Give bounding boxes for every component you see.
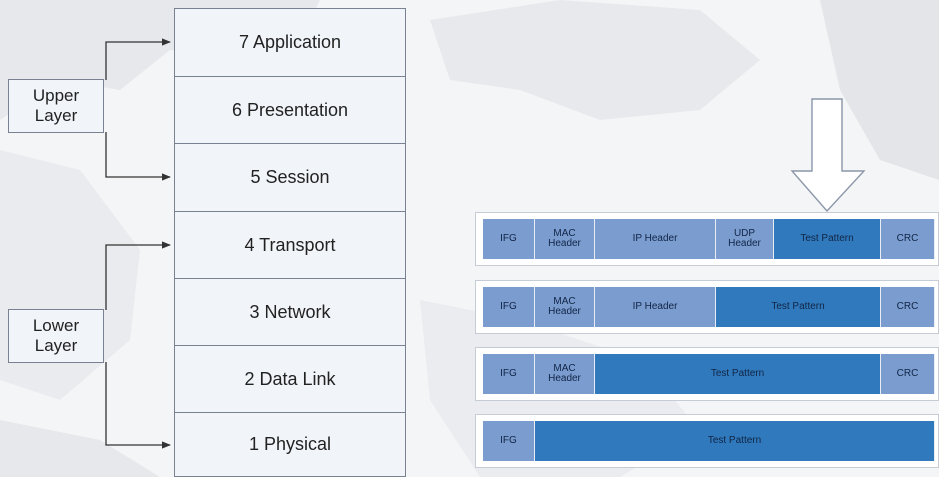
upper-layer-line2: Layer <box>34 106 78 125</box>
layer-1-box: 1 Physical <box>174 412 406 477</box>
seg-ip-header: IP Header <box>595 287 716 327</box>
layer-2-box: 2 Data Link <box>174 345 406 413</box>
upper-layer-line1: Upper <box>32 86 80 105</box>
lower-layer-line1: Lower <box>32 316 80 335</box>
seg-test-pattern: Test Pattern <box>535 421 935 461</box>
layer-4-box: 4 Transport <box>174 211 406 279</box>
layer-4-label: 4 Transport <box>244 234 336 255</box>
seg-crc: CRC <box>881 219 935 259</box>
seg-crc: CRC <box>881 354 935 394</box>
down-arrow-icon <box>790 98 866 213</box>
layer-3-box: 3 Network <box>174 278 406 346</box>
layer-2-label: 2 Data Link <box>244 368 336 389</box>
layer-1-label: 1 Physical <box>248 434 332 454</box>
layer-6-label: 6 Presentation <box>231 99 349 120</box>
layer-5-box: 5 Session <box>174 143 406 212</box>
seg-ifg: IFG <box>483 287 535 327</box>
lower-layer-label: Lower Layer <box>8 309 104 363</box>
layer-3-label: 3 Network <box>249 301 331 322</box>
seg-test-pattern: Test Pattern <box>716 287 881 327</box>
upper-layer-label: Upper Layer <box>8 79 104 133</box>
seg-test-pattern: Test Pattern <box>774 219 881 259</box>
seg-ifg: IFG <box>483 421 535 461</box>
seg-ip-header: IP Header <box>595 219 716 259</box>
layer-7-label: 7 Application <box>238 32 342 52</box>
layer-5-label: 5 Session <box>250 167 330 187</box>
seg-crc: CRC <box>881 287 935 327</box>
lower-layer-line2: Layer <box>34 336 78 355</box>
seg-ifg: IFG <box>483 354 535 394</box>
layer-6-box: 6 Presentation <box>174 76 406 144</box>
seg-test-pattern: Test Pattern <box>595 354 881 394</box>
frame-row-raw: IFG Test Pattern <box>475 414 939 468</box>
layer-7-box: 7 Application <box>174 8 406 77</box>
seg-ifg: IFG <box>483 219 535 259</box>
